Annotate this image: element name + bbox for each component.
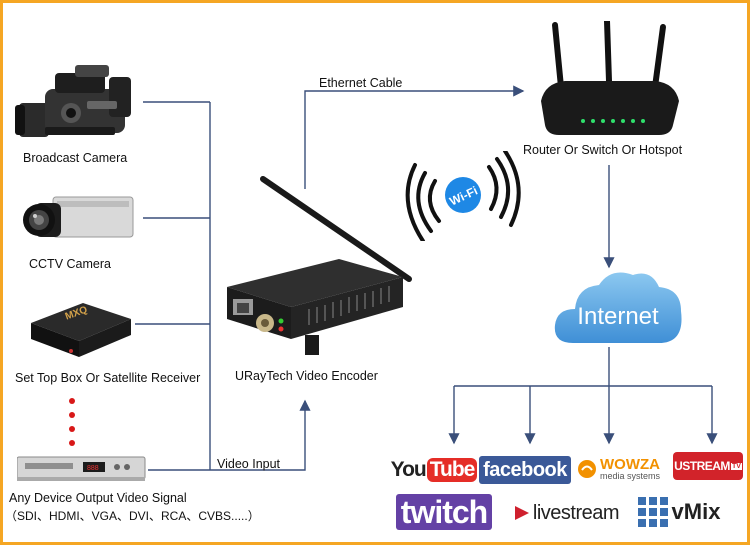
youtube-logo: You Tube xyxy=(391,456,478,484)
set-top-box-label: Set Top Box Or Satellite Receiver xyxy=(15,371,201,385)
broadcast-camera-label: Broadcast Camera xyxy=(23,151,128,165)
facebook-text: facebook xyxy=(483,458,567,481)
vmix-logo: vMix xyxy=(633,495,725,529)
any-device-label-line1: Any Device Output Video Signal xyxy=(9,491,187,505)
set-top-box-icon xyxy=(31,303,131,357)
facebook-logo: facebook xyxy=(479,456,571,484)
svg-text:888: 888 xyxy=(87,465,99,472)
any-device-label-line2: （SDI、HDMI、VGA、DVI、RCA、CVBS.....） xyxy=(5,509,260,523)
dvd-player-icon: 888 xyxy=(17,456,146,481)
livestream-mark-icon xyxy=(514,506,529,520)
video-input-label: Video Input xyxy=(217,457,281,471)
youtube-tube-text: Tube xyxy=(426,458,478,482)
ustream-tv-text: TV xyxy=(730,462,742,470)
video-encoder-label: URayTech Video Encoder xyxy=(235,369,378,383)
twitch-text: twitch xyxy=(395,494,493,530)
continuation-dots xyxy=(69,398,75,446)
wowza-swirl-icon xyxy=(578,460,596,478)
line-video-input xyxy=(210,399,311,471)
vmix-text: vMix xyxy=(671,499,721,524)
youtube-you-text: You xyxy=(390,458,427,481)
twitch-logo: twitch xyxy=(395,493,493,531)
router-label: Router Or Switch Or Hotspot xyxy=(523,143,683,157)
livestream-text: livestream xyxy=(532,501,620,524)
internet-label: Internet xyxy=(577,303,659,330)
cctv-camera-icon xyxy=(23,196,134,238)
line-ethernet xyxy=(304,85,525,189)
wowza-logo: WOWZA media systems xyxy=(577,454,669,484)
broadcast-camera-icon xyxy=(15,65,131,137)
livestream-logo: livestream xyxy=(505,499,627,527)
ethernet-cable-label: Ethernet Cable xyxy=(319,76,403,90)
wowza-subtext: media systems xyxy=(600,471,661,481)
ustream-logo: USTREAM TV xyxy=(673,452,743,480)
wifi-signal-icon xyxy=(405,151,521,241)
vmix-grid-icon xyxy=(637,497,668,527)
ustream-text: USTREAM xyxy=(674,459,730,473)
connector-lines xyxy=(69,85,718,471)
router-icon xyxy=(541,21,679,135)
internet-cloud-icon xyxy=(554,272,682,343)
wowza-text: WOWZA xyxy=(600,456,660,473)
cctv-camera-label: CCTV Camera xyxy=(29,257,111,271)
video-encoder-icon xyxy=(227,176,412,355)
